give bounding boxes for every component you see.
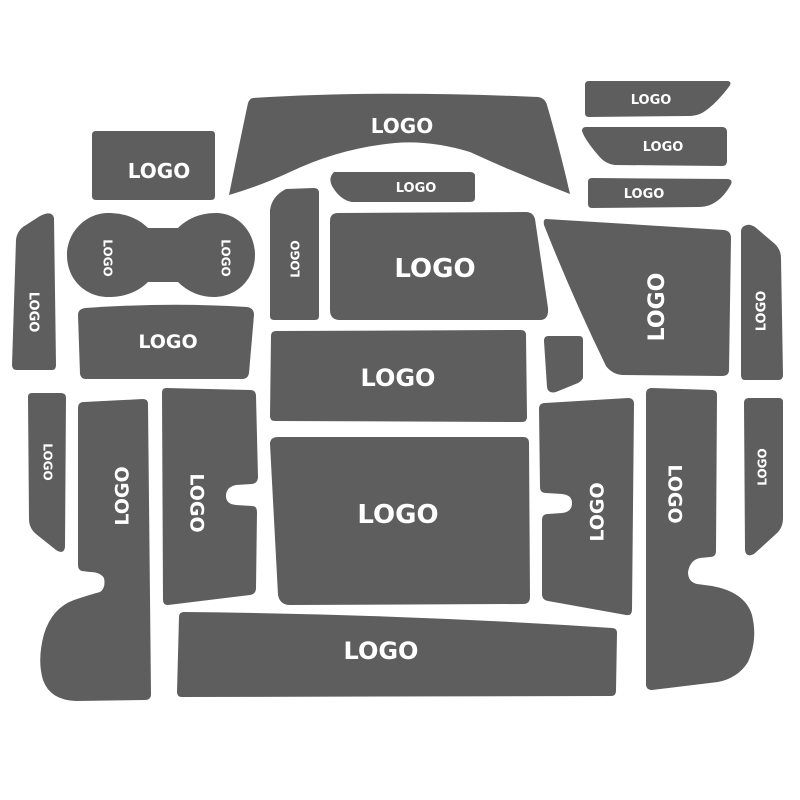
mat-piece-left-wide: LOGO [78, 304, 254, 379]
logo-label: LOGO [219, 239, 233, 276]
mat-piece-right-tall-l: LOGO [646, 388, 755, 690]
logo-label: LOGO [755, 291, 770, 332]
mat-piece-right-door-pocket-top: LOGO [741, 224, 783, 380]
logo-label: LOGO [645, 273, 670, 342]
mat-piece-right-center-notched: LOGO [539, 398, 634, 616]
mat-piece-door-strip-3: LOGO [588, 178, 732, 208]
mat-piece-small-square [544, 336, 583, 393]
mat-piece-top-left-tray: LOGO [92, 131, 215, 200]
mat-piece-center-console-top: LOGO [330, 212, 549, 320]
logo-label: LOGO [344, 637, 419, 665]
logo-label: LOGO [289, 240, 303, 277]
logo-label: LOGO [624, 187, 665, 202]
logo-label: LOGO [361, 364, 436, 392]
logo-label: LOGO [41, 443, 55, 480]
mat-piece-right-door-pocket-lower: LOGO [744, 398, 783, 556]
logo-label: LOGO [138, 331, 197, 353]
mat-piece-cup-holder-pair: LOGO LOGO [67, 213, 255, 297]
logo-label: LOGO [664, 464, 686, 523]
logo-label: LOGO [101, 239, 115, 276]
mat-piece-left-tall-l: LOGO [40, 399, 151, 701]
mat-piece-left-door-pocket: LOGO [12, 213, 56, 370]
mat-piece-dash-top-curved: LOGO [229, 93, 570, 195]
logo-label: LOGO [643, 140, 684, 155]
mat-piece-bottom-long: LOGO [177, 612, 617, 697]
logo-label: LOGO [631, 93, 672, 108]
mat-piece-center-console-mid: LOGO [270, 330, 527, 422]
logo-label: LOGO [26, 292, 41, 333]
mat-piece-dash-strip-small: LOGO [330, 172, 475, 202]
logo-label: LOGO [587, 482, 609, 541]
logo-label: LOGO [112, 466, 134, 525]
logo-label: LOGO [371, 114, 433, 138]
mat-piece-right-angled-tray: LOGO [543, 219, 731, 376]
logo-label: LOGO [186, 473, 208, 532]
mat-piece-center-console-large: LOGO [270, 437, 530, 605]
logo-label: LOGO [357, 500, 438, 530]
mat-piece-door-strip-1: LOGO [585, 81, 731, 117]
mat-piece-center-narrow: LOGO [270, 188, 319, 320]
mat-piece-left-door-pocket-lower: LOGO [28, 393, 66, 552]
mat-piece-left-center-notched: LOGO [162, 388, 258, 605]
logo-label: LOGO [394, 254, 475, 284]
logo-label: LOGO [396, 181, 437, 196]
logo-label: LOGO [756, 448, 770, 485]
mat-piece-door-strip-2: LOGO [582, 127, 727, 166]
logo-label: LOGO [128, 159, 190, 183]
